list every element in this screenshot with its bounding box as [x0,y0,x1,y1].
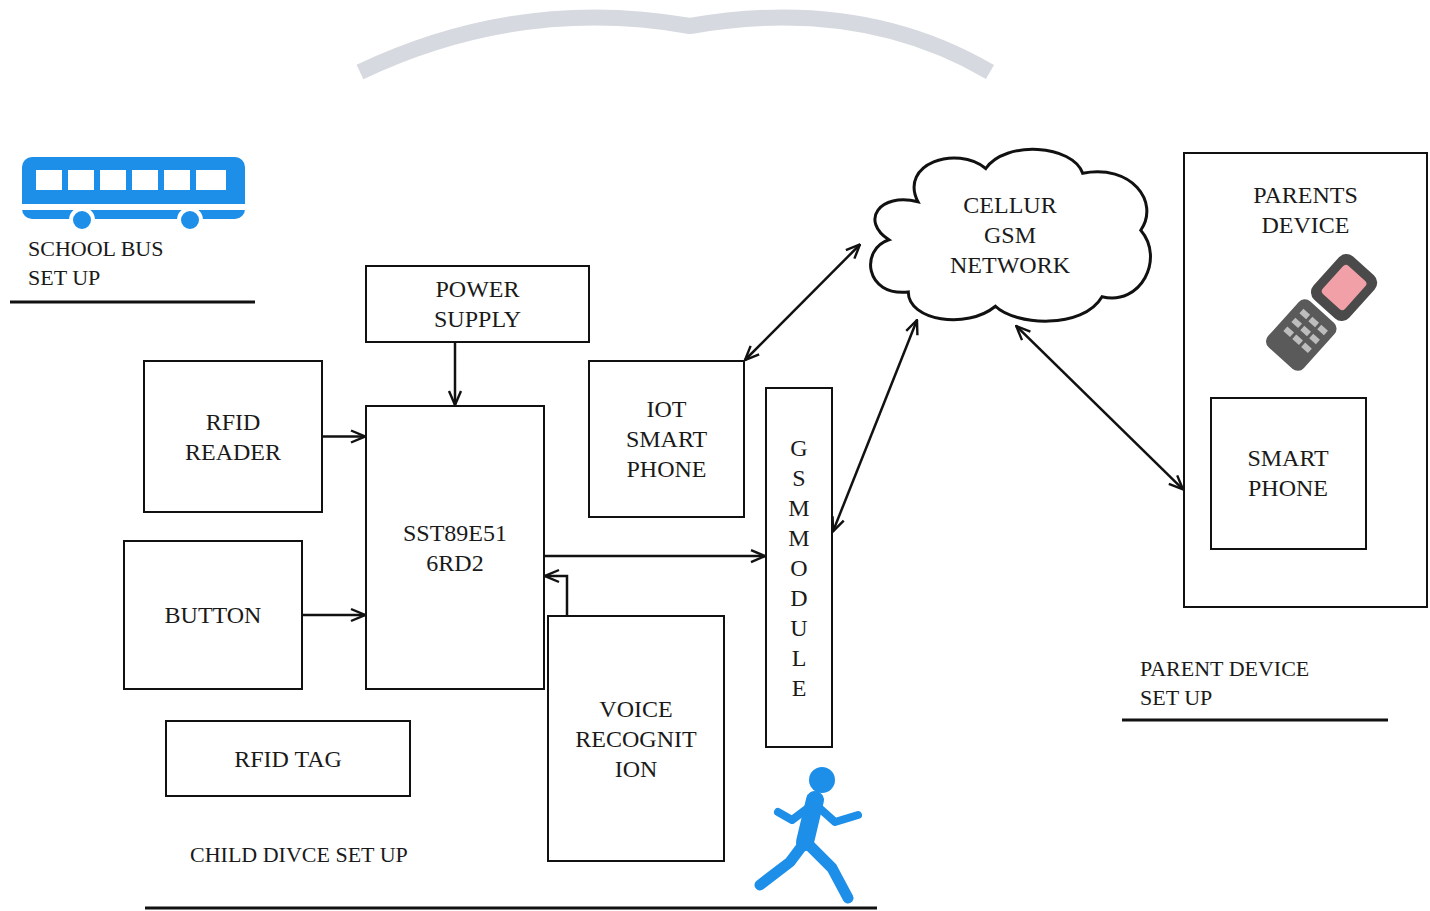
phone-key [1309,334,1320,344]
node-label: BUTTON [165,600,262,630]
phone-key [1283,327,1294,337]
connector-arrow [454,343,457,405]
cloud-outline [871,149,1151,321]
section-label: PARENT DEVICE SET UP [1140,654,1335,712]
phone-screen [1320,263,1368,311]
node-label: PARENTS DEVICE [1231,180,1381,240]
node-label: SST89E51 6RD2 [380,518,530,578]
vertical-label: GSMMODULE [787,433,811,703]
connector-arrow [545,576,567,615]
child-leg [760,842,805,885]
tag-box: RFID TAG [165,720,411,797]
phone-key [1308,317,1319,327]
phone-box: IOT SMART PHONE [588,360,745,518]
bus-icon [22,157,245,231]
connector-arrow [545,555,765,558]
connector-arrow [323,435,365,438]
child-arm [816,805,858,822]
phone-key [1300,326,1311,336]
bus-window [36,170,62,190]
section-underline [10,301,255,304]
phone-base [1263,296,1340,374]
node-label: SMART PHONE [1233,443,1343,503]
node-label: CELLUR GSM NETWORK [940,190,1080,280]
phone-keys [1283,309,1328,353]
device-panel: PARENTS DEVICE SMART PHONE [1183,152,1428,608]
phone-icon [1263,250,1382,374]
bus-wheel [179,209,201,231]
power-box: POWER SUPPLY [365,265,590,343]
bus-window [164,170,190,190]
bus-window [100,170,126,190]
controller-box: SST89E51 6RD2 [365,405,545,690]
phone-key [1301,343,1312,353]
phone-key [1299,309,1310,319]
connector-arrow [833,320,917,531]
phone-key [1317,325,1328,335]
section-label: CHILD DIVCE SET UP [190,840,490,869]
section-label: SCHOOL BUS SET UP [28,234,193,292]
module-box: GSMMODULE [765,387,833,748]
voice-box: VOICE RECOGNIT ION [547,615,725,862]
reader-box: RFID READER [143,360,323,513]
section-underline [145,907,877,910]
phone-key [1292,335,1303,345]
watermark-arc [360,18,990,72]
node-label: RFID TAG [234,744,342,774]
node-label: IOT SMART PHONE [612,394,722,484]
phone-box: SMART PHONE [1210,397,1367,550]
node-label: VOICE RECOGNIT ION [561,694,711,784]
running-child-icon [760,767,858,898]
network-cloud: CELLUR GSM NETWORK [855,140,1165,330]
section-underline [1122,719,1388,722]
bus-window [196,170,226,190]
node-label: POWER SUPPLY [403,274,553,334]
connector-arrow [745,245,860,361]
connector-arrow [1016,326,1183,489]
bus-window [132,170,158,190]
child-arm [778,805,812,820]
node-label: RFID READER [173,407,293,467]
button-box: BUTTON [123,540,303,690]
bus-body [22,157,245,219]
bus-wheel [71,209,93,231]
bus-window [68,170,94,190]
child-head [809,767,835,793]
bus-stripe [22,204,245,210]
child-leg [806,842,848,898]
phone-key [1291,318,1302,328]
connector-arrow [303,614,365,617]
